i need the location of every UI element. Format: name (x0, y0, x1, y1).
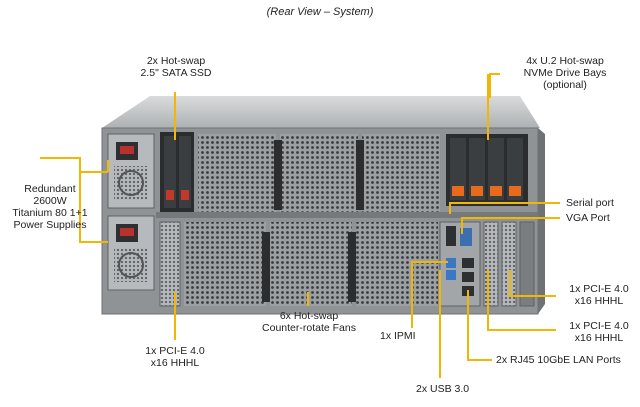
sata-ssd-bays (160, 132, 194, 212)
callout-psu: Redundant 2600W Titanium 80 1+1 Power Su… (12, 183, 88, 231)
callout-ipmi: 1x IPMI (380, 330, 416, 342)
chassis-top (102, 96, 540, 128)
pcie-slot-right-b (501, 221, 517, 307)
callout-lan-ports: 2x RJ45 10GbE LAN Ports (496, 354, 621, 366)
fan-row-upper (198, 134, 440, 212)
io-panel (439, 221, 481, 307)
callout-pcie-right-bottom: 1x PCI-E 4.0 x16 HHHL (569, 320, 629, 344)
callout-vga-port: VGA Port (566, 212, 610, 224)
pcie-slot-right-a (483, 221, 499, 307)
callout-nvme-bays: 4x U.2 Hot-swap NVMe Drive Bays (optiona… (523, 55, 607, 91)
fan-row-lower (184, 222, 438, 306)
pcie-slot-left (159, 221, 181, 307)
psu-upper (107, 133, 155, 209)
callout-serial-port: Serial port (566, 197, 614, 209)
callout-pcie-left: 1x PCI-E 4.0 x16 HHHL (145, 345, 205, 369)
callout-fans: 6x Hot-swap Counter-rotate Fans (262, 310, 356, 334)
callout-sata-ssd: 2x Hot-swap 2.5" SATA SSD (140, 55, 212, 79)
page-title: (Rear View – System) (266, 6, 374, 18)
nvme-bays (446, 134, 528, 206)
psu-lower (107, 215, 155, 291)
callout-usb: 2x USB 3.0 (416, 383, 470, 395)
callout-lines (40, 73, 560, 378)
callout-pcie-right-top: 1x PCI-E 4.0 x16 HHHL (569, 283, 629, 307)
